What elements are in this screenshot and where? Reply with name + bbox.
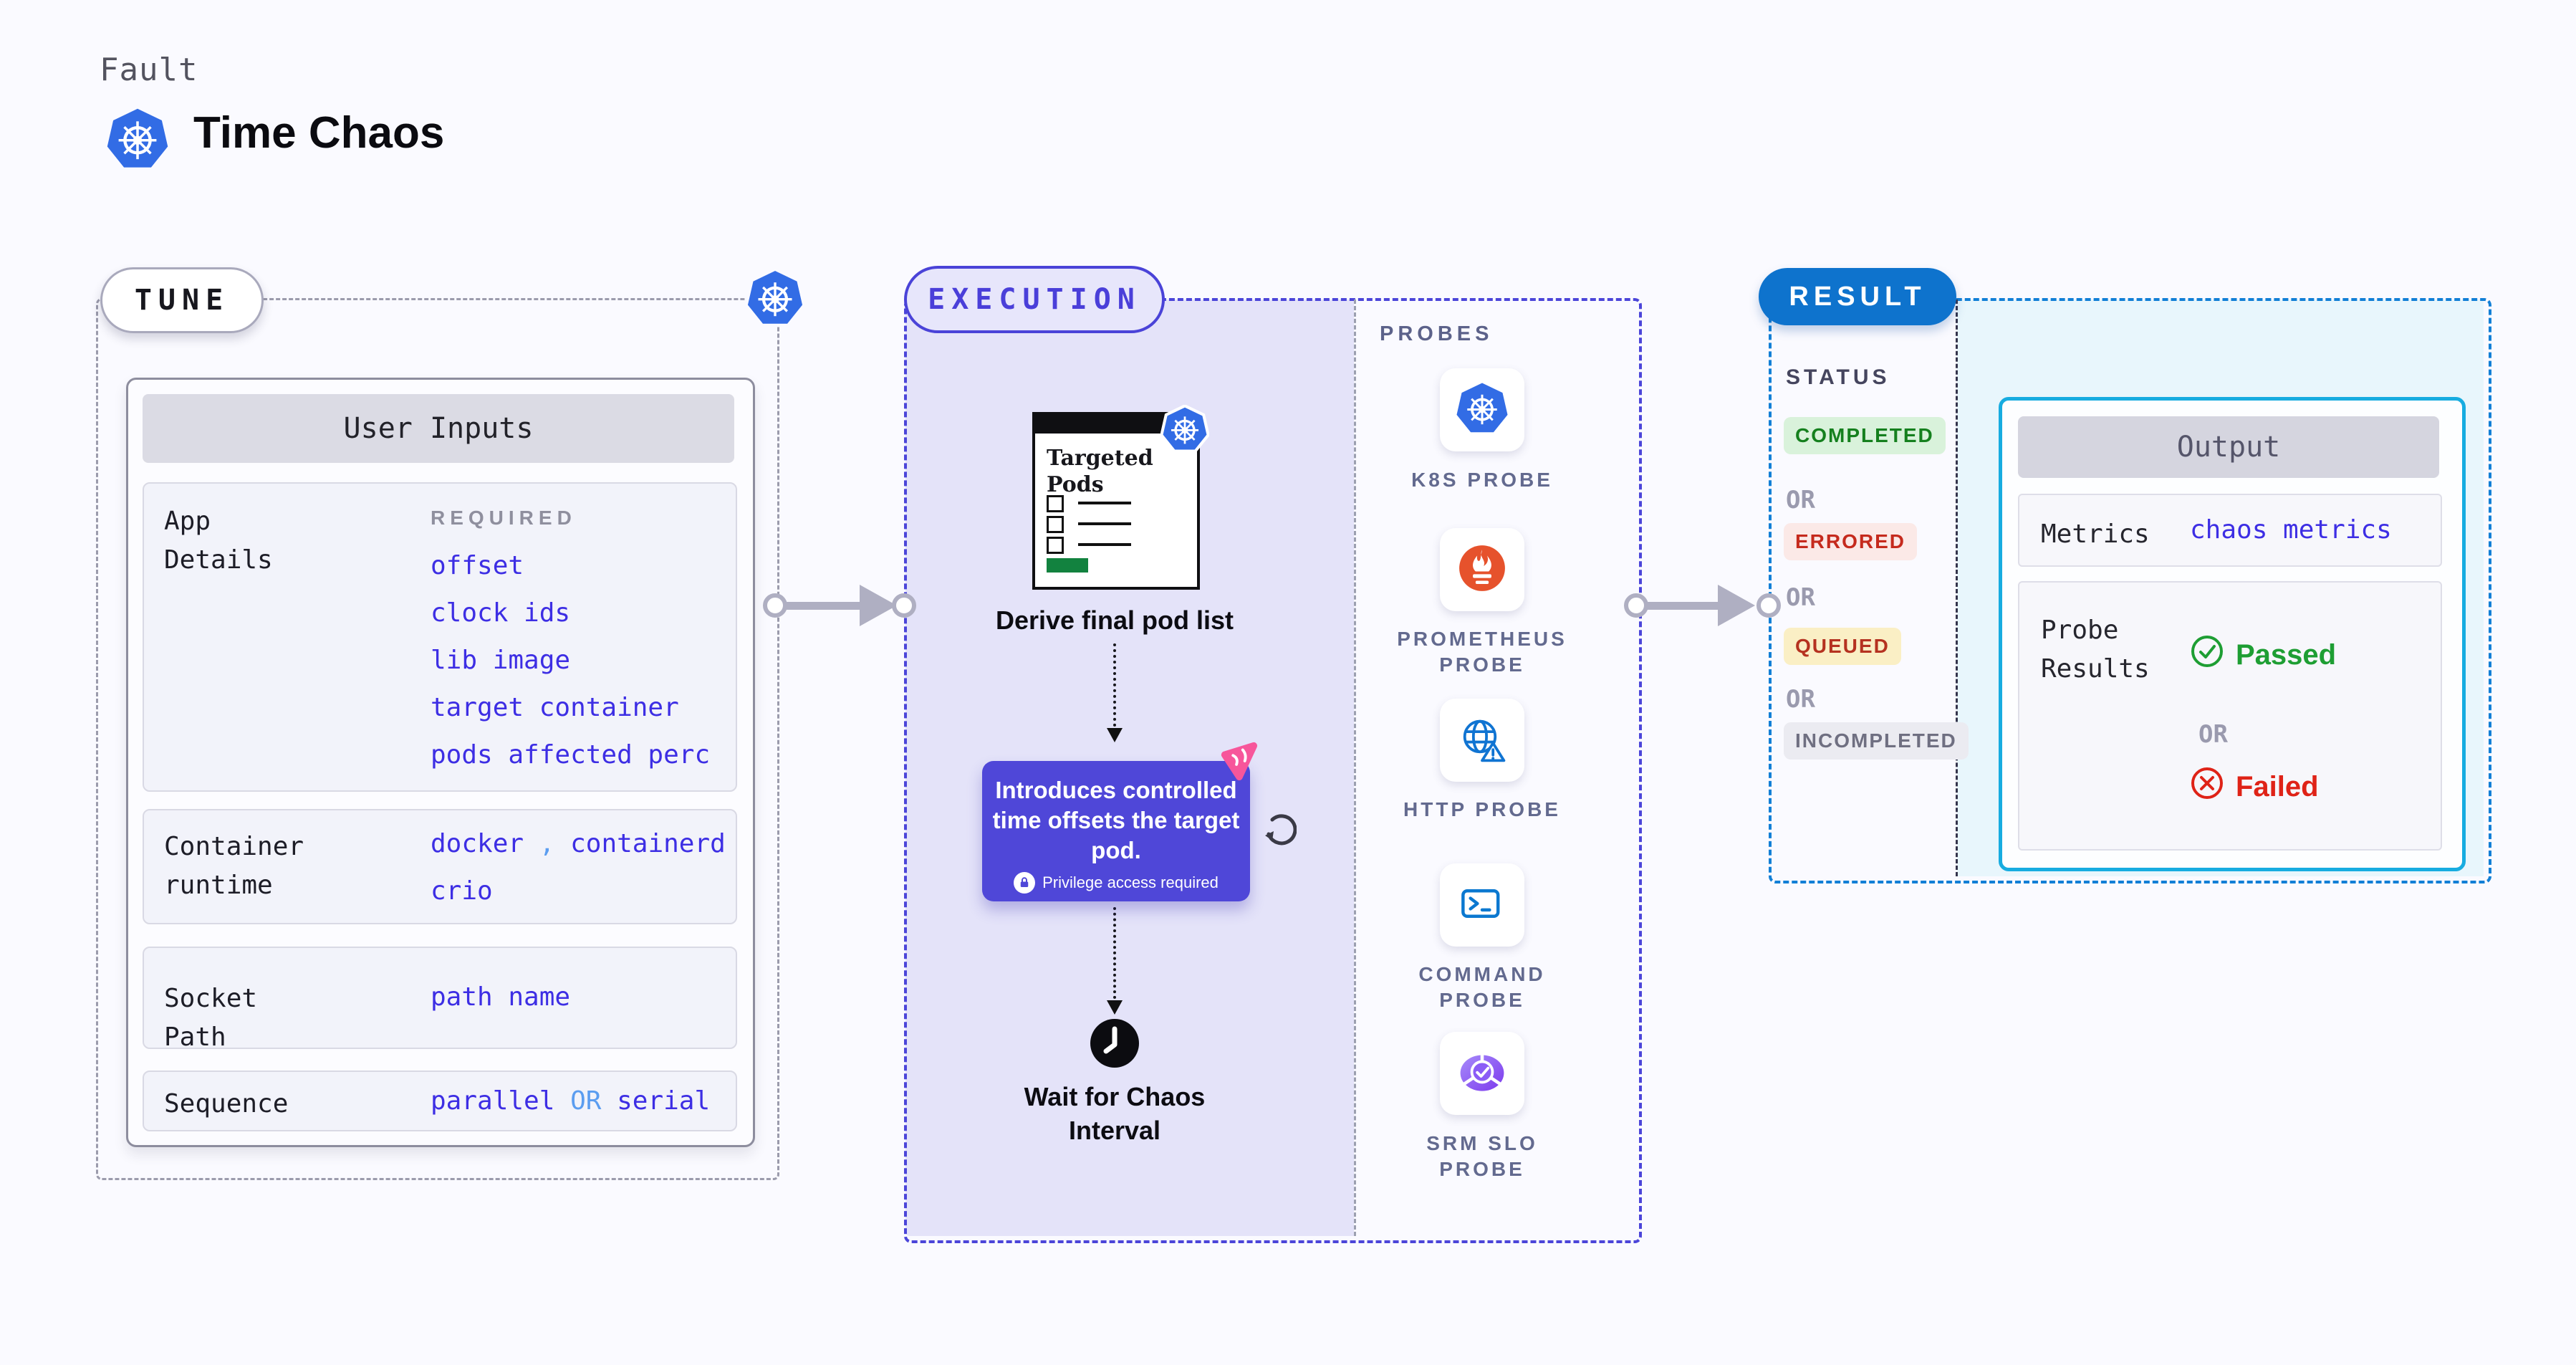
probe-label: COMMAND PROBE (1418, 963, 1546, 1012)
input-value: offset (431, 551, 524, 580)
step-derive-pod-list: Derive final pod list (995, 605, 1234, 635)
input-value: containerd (570, 829, 726, 858)
targeted-pods-title: Targeted Pods (1047, 446, 1153, 497)
app-details-label: App Details (164, 507, 273, 575)
fault-description-tooltip: Introduces controlled time offsets the t… (982, 761, 1250, 901)
output-title: Output (2018, 416, 2439, 478)
status-label: STATUS (1786, 365, 1890, 389)
input-value: clock ids (431, 598, 571, 628)
tune-section-border (96, 298, 779, 1180)
connector-arrowhead (860, 585, 897, 626)
input-value: serial (617, 1086, 711, 1116)
metrics-value: chaos metrics (2190, 515, 2392, 545)
kubernetes-icon (106, 107, 169, 173)
connector-arrowhead (1718, 585, 1755, 626)
status-badge-queued: QUEUED (1784, 628, 1901, 665)
fault-eyebrow: Fault (100, 52, 198, 88)
pod-checkbox (1047, 537, 1131, 554)
progress-chip (1047, 558, 1088, 573)
probe-label: SRM SLO PROBE (1426, 1132, 1538, 1181)
user-inputs-card: User Inputs App Details REQUIRED offset … (126, 378, 755, 1147)
loop-refresh-icon (1262, 813, 1297, 850)
status-badge-incompleted: INCOMPLETED (1784, 722, 1969, 760)
pod-checkbox (1047, 495, 1131, 512)
user-inputs-title: User Inputs (143, 394, 734, 463)
execution-badge: EXECUTION (904, 266, 1165, 333)
flow-arrowhead (1107, 1000, 1123, 1015)
kubernetes-icon (1456, 382, 1509, 438)
probes-label: PROBES (1380, 322, 1494, 345)
pod-checkbox (1047, 516, 1131, 533)
input-value: path name (431, 982, 571, 1012)
probe-label: K8S PROBE (1411, 469, 1553, 491)
tooltip-text: Introduces controlled time offsets the t… (992, 777, 1240, 864)
passed-label: Passed (2236, 638, 2337, 671)
result-section-border (1769, 298, 2491, 883)
input-value: lib image (431, 646, 571, 675)
probe-card-command (1440, 863, 1524, 947)
container-runtime-label: Container runtime (164, 832, 304, 900)
socket-path-label: Socket Path (164, 984, 258, 1052)
probe-label: PROMETHEUS PROBE (1397, 628, 1567, 676)
lock-icon (1014, 871, 1036, 894)
failed-label: Failed (2236, 770, 2319, 803)
privilege-note: Privilege access required (1042, 873, 1219, 891)
required-label: REQUIRED (431, 507, 577, 529)
connector-arrow (784, 602, 863, 610)
slo-donut-check-icon (1455, 1045, 1509, 1102)
connector-node (1624, 593, 1648, 618)
or-separator: OR (1786, 583, 1815, 612)
globe-warning-icon (1455, 712, 1509, 769)
result-badge: RESULT (1759, 268, 1956, 325)
or-separator: OR (1786, 685, 1815, 714)
output-card: Output Metrics chaos metrics Probe Resul… (1999, 397, 2466, 871)
or-separator: OR (1786, 486, 1815, 514)
input-value: docker (431, 829, 524, 858)
probe-results-label: Probe Results (2041, 616, 2150, 684)
terminal-icon (1456, 877, 1509, 933)
probe-card-http (1440, 699, 1524, 782)
connector-node (763, 593, 787, 618)
result-divider (1956, 300, 1958, 876)
connector-arrow (1645, 602, 1721, 610)
flow-connector (1113, 907, 1116, 999)
step-wait-interval: Wait for Chaos Interval (1024, 1082, 1206, 1145)
check-circle-icon (2190, 634, 2224, 676)
probe-card-k8s (1440, 368, 1524, 451)
input-value: target container (431, 693, 679, 722)
sequence-row: Sequence parallel OR serial (143, 1071, 737, 1131)
metrics-label: Metrics (2041, 519, 2150, 549)
prometheus-icon (1455, 541, 1509, 598)
or-separator: OR (2198, 720, 2228, 749)
connector-node (1756, 593, 1781, 618)
input-value: crio (431, 876, 493, 906)
probe-label: HTTP PROBE (1403, 798, 1561, 820)
chaos-pink-icon (1218, 741, 1259, 785)
probes-divider (1354, 300, 1356, 1236)
flow-arrowhead (1107, 728, 1123, 742)
flow-connector (1113, 643, 1116, 727)
probe-results-row: Probe Results Passed OR Failed (2018, 581, 2442, 851)
input-value: parallel (431, 1086, 555, 1116)
probe-card-srm-slo (1440, 1032, 1524, 1115)
value-separator: , (539, 829, 571, 858)
status-badge-completed: COMPLETED (1784, 417, 1946, 454)
input-value: pods affected perc (431, 740, 711, 770)
tune-badge: TUNE (100, 267, 264, 333)
sequence-label: Sequence (164, 1089, 289, 1119)
clock-icon (1089, 1017, 1140, 1072)
container-runtime-row: Container runtime docker , containerd cr… (143, 809, 737, 924)
socket-path-row: Socket Path path name (143, 947, 737, 1052)
x-circle-icon (2190, 766, 2224, 808)
or-connector: OR (570, 1086, 617, 1116)
status-badge-errored: ERRORED (1784, 523, 1918, 560)
metrics-row: Metrics chaos metrics (2018, 494, 2442, 567)
connector-node (892, 593, 916, 618)
kubernetes-icon (1160, 404, 1210, 456)
execution-section-border (904, 298, 1642, 1243)
probe-card-prometheus (1440, 528, 1524, 611)
page-title: Time Chaos (193, 108, 445, 158)
kubernetes-icon (744, 267, 806, 331)
app-details-row: App Details REQUIRED offset clock ids li… (143, 482, 737, 792)
